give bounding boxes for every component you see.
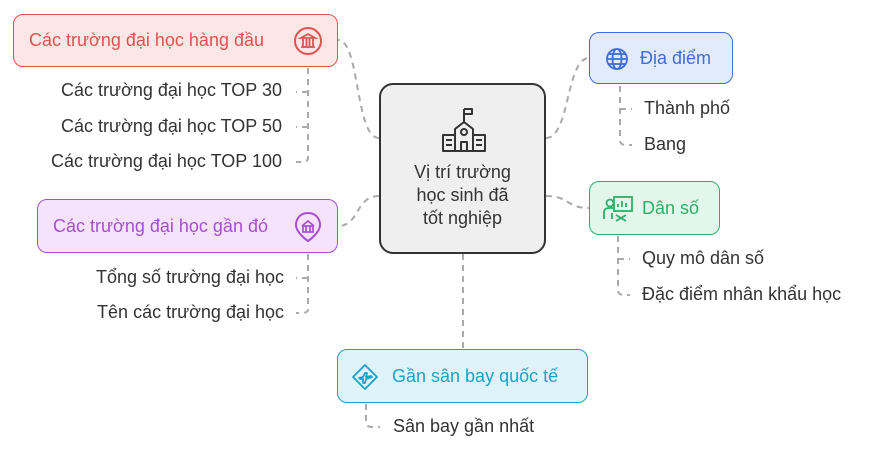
- top-universities-label: Các trường đại học hàng đầu: [29, 30, 265, 50]
- nearby-universities-label: Các trường đại học gần đó: [53, 215, 268, 236]
- population-label: Dân số: [642, 197, 700, 218]
- globe-icon: [606, 48, 628, 70]
- university-icon: [294, 27, 322, 55]
- leaf-university-names: Tên các trường đại học: [97, 302, 284, 322]
- location-label: Địa điểm: [640, 47, 712, 68]
- leaf-total-universities: Tổng số trường đại học: [96, 267, 284, 287]
- population-presentation-icon: [603, 196, 633, 222]
- leaf-nearest-airport: Sân bay gần nhất: [393, 416, 535, 436]
- central-topic-node[interactable]: Vị trí trường học sinh đã tốt nghiệp: [379, 83, 546, 254]
- airport-label: Gần sân bay quốc tế: [392, 365, 559, 386]
- leaf-top-50: Các trường đại học TOP 50: [61, 116, 282, 136]
- top-universities-node[interactable]: Các trường đại học hàng đầu: [13, 14, 338, 67]
- population-node[interactable]: Dân số: [589, 181, 720, 235]
- leaf-top-30: Các trường đại học TOP 30: [61, 80, 282, 100]
- leaf-city: Thành phố: [644, 98, 731, 118]
- airplane-icon: [352, 364, 378, 390]
- location-node[interactable]: Địa điểm: [589, 32, 733, 84]
- leaf-top-100: Các trường đại học TOP 100: [51, 151, 282, 171]
- school-building-icon: [442, 108, 486, 152]
- leaf-state: Bang: [644, 134, 687, 154]
- nearby-universities-node[interactable]: Các trường đại học gần đó: [37, 199, 338, 253]
- airport-node[interactable]: Gần sân bay quốc tế: [337, 349, 588, 403]
- leaf-demographics: Đặc điểm nhân khẩu học: [642, 284, 842, 304]
- central-topic-label: Vị trí trường học sinh đã tốt nghiệp: [414, 162, 511, 228]
- school-pin-icon: [294, 211, 322, 243]
- leaf-population-size: Quy mô dân số: [642, 248, 765, 268]
